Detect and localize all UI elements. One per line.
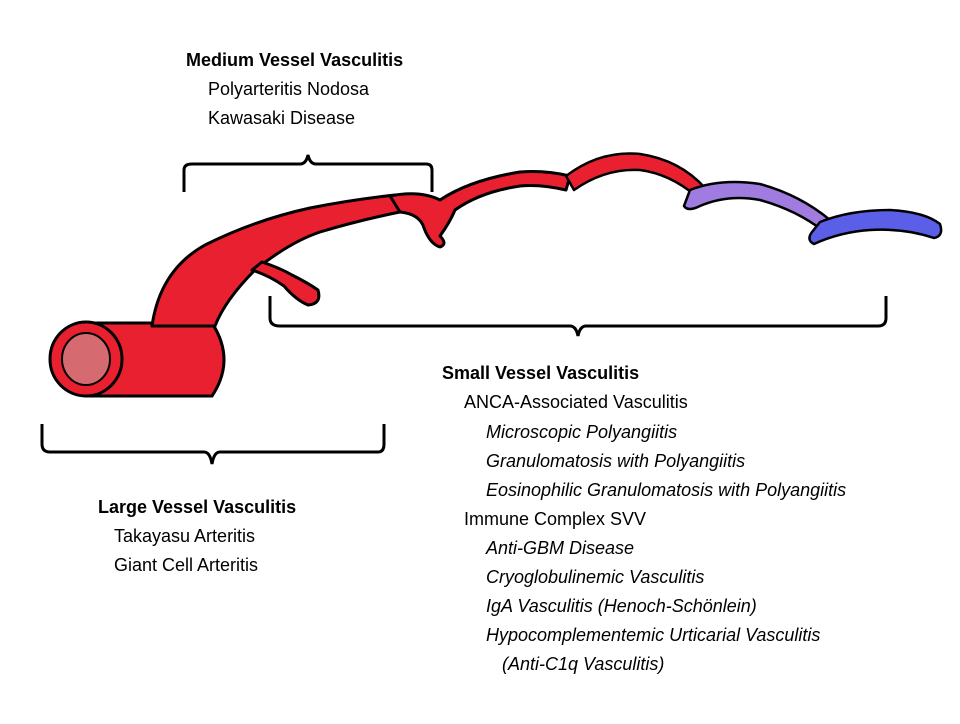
large-vessel-bracket <box>40 424 386 465</box>
small-vessel-item: Microscopic Polyangiitis <box>486 422 678 442</box>
small-vessel-item: Eosinophilic Granulomatosis with Polyang… <box>486 480 847 500</box>
small-vessel-group-label: ANCA-Associated Vasculitis <box>464 392 688 412</box>
medium-vessel-item: Kawasaki Disease <box>208 108 356 128</box>
small-vessel-group-label: Immune Complex SVV <box>464 509 647 529</box>
small-vessel-item: Cryoglobulinemic Vasculitis <box>486 567 705 587</box>
small-vessel-item: IgA Vasculitis (Henoch-Schönlein) <box>486 596 757 616</box>
medium-vessel-item: Polyarteritis Nodosa <box>208 79 370 99</box>
small-vessel-item: Granulomatosis with Polyangiitis <box>486 451 746 471</box>
medium-vessel-title: Medium Vessel Vasculitis <box>186 50 404 70</box>
medium-vessel-bracket <box>182 154 434 192</box>
medium-artery <box>388 170 572 249</box>
small-vessel-item: Hypocomplementemic Urticarial Vasculitis <box>486 625 821 645</box>
artery-branch-lower <box>250 260 321 307</box>
large-vessel-title: Large Vessel Vasculitis <box>98 497 297 517</box>
small-vessel-bracket <box>268 296 888 337</box>
small-vessel-title: Small Vessel Vasculitis <box>442 363 640 383</box>
large-vessel-lumen <box>61 332 111 386</box>
small-vessel-item: (Anti-C1q Vasculitis) <box>502 654 665 674</box>
large-vessel-item: Takayasu Arteritis <box>114 526 256 546</box>
small-vessel-arc-3 <box>808 208 943 246</box>
large-vessel-item: Giant Cell Arteritis <box>114 555 259 575</box>
small-vessel-arc-2 <box>682 180 832 232</box>
small-vessel-item: Anti-GBM Disease <box>486 538 635 558</box>
main-artery <box>150 193 402 328</box>
small-vessel-arc-1 <box>564 152 707 198</box>
